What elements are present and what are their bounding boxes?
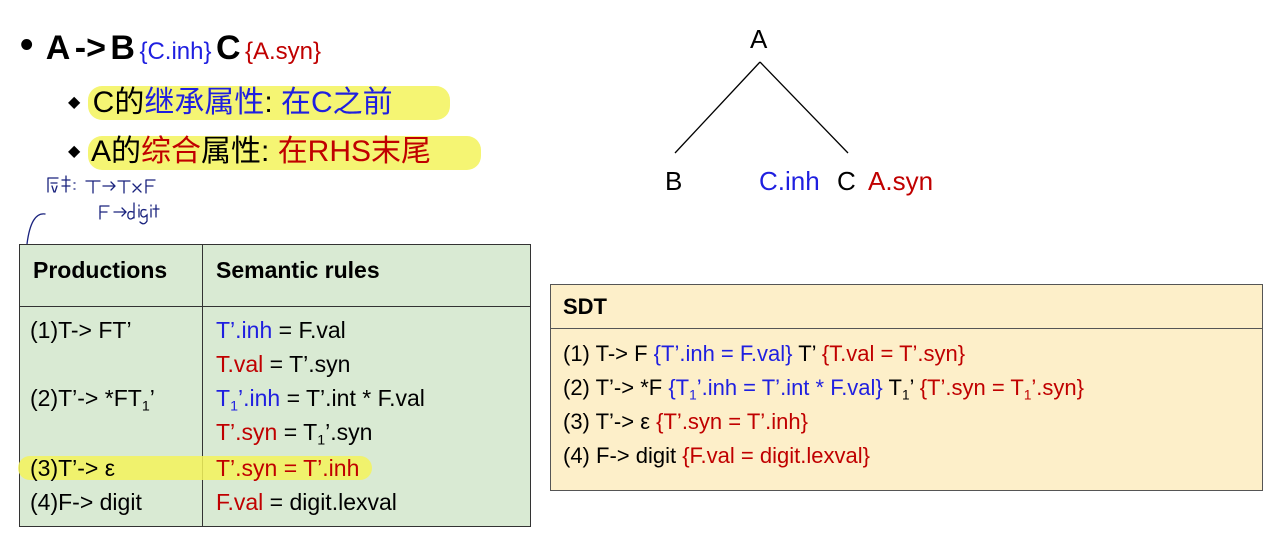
rule-2a-t: T xyxy=(216,385,231,411)
sdt-2b-sub: 1 xyxy=(689,387,697,403)
sdt-2b1: {T xyxy=(668,375,690,400)
column-divider xyxy=(202,245,203,526)
tree-node-c: C xyxy=(837,166,856,196)
semantic-rules-table: Productions Semantic rules (1)T-> FT’ T’… xyxy=(18,244,531,527)
rule-2b-tail: ’.syn xyxy=(325,419,373,445)
sdt-2b2: ’.inh = T’.int * F.val} xyxy=(696,375,883,400)
tree-node-b: B xyxy=(665,166,683,196)
a-prefix: A的 xyxy=(91,135,142,168)
rule-2a-attr: T1’.inh xyxy=(216,385,281,415)
c-position: 在C之前 xyxy=(281,86,393,119)
tree-edge-left xyxy=(674,61,761,154)
sdt-3-action: {T’.syn = T’.inh} xyxy=(656,409,808,434)
tree-node-a: A xyxy=(750,24,768,54)
rule-1b-attr: T.val xyxy=(216,351,264,377)
c-inh-action: {C.inh} xyxy=(139,38,212,65)
a-synthesized-label: 综合 xyxy=(141,135,202,168)
rule-1b: T.val = T’.syn xyxy=(216,349,350,379)
sdt-2-prod: (2) T’-> *F xyxy=(563,375,669,400)
rule-2a-rest: = T’.int * F.val xyxy=(280,385,425,411)
sdt-line-3: (3) T’-> ε {T’.syn = T’.inh} xyxy=(563,407,808,437)
a-synthesized-bullet: ◆ A的综合属性: 在RHS末尾 xyxy=(68,132,431,172)
rule-2b-attr: T’.syn xyxy=(216,419,278,445)
tree-edge-right xyxy=(759,61,849,154)
main-production-bullet: • A -> B {C.inh} C {A.syn} xyxy=(20,24,321,72)
header-productions: Productions xyxy=(33,257,168,283)
sdt-1-action-syn: {T.val = T’.syn} xyxy=(821,341,966,366)
sdt-3-prod: (3) T’-> ε xyxy=(563,409,657,434)
sdt-2c-sub: 1 xyxy=(901,387,910,403)
highlight-row-3 xyxy=(18,456,372,480)
rule-1b-rest: = T’.syn xyxy=(263,351,351,377)
rule-1a: T’.inh = F.val xyxy=(216,315,346,345)
rule-3: T’.syn = T’.inh xyxy=(216,455,360,481)
production-4: (4)F-> digit xyxy=(30,489,142,515)
rule-4: F.val = digit.lexval xyxy=(216,487,397,517)
diamond-icon: ◆ xyxy=(68,94,81,111)
rule-4-attr: F.val xyxy=(216,489,264,515)
sdt-2-action-syn: {T’.syn = T1’.syn} xyxy=(919,375,1085,403)
production-3: (3)T’-> ε xyxy=(30,455,116,481)
bullet-dot: • xyxy=(20,24,34,66)
sdt-box: SDT (1) T-> F {T’.inh = F.val} T’ {T.val… xyxy=(550,284,1263,491)
rule-4-rest: = digit.lexval xyxy=(263,489,397,515)
sdt-2d2: ’.syn} xyxy=(1031,375,1085,400)
production-2: (2)T’-> *FT1’ xyxy=(30,383,155,422)
tree-c-inh: C.inh xyxy=(759,166,820,196)
highlight-c-bullet xyxy=(88,86,450,120)
sdt-1-sym: T’ xyxy=(792,341,822,366)
sdt-2c-tail: ’ xyxy=(909,375,920,400)
rule-2a-sub: 1 xyxy=(230,398,238,415)
rule-1a-rest: = F.val xyxy=(272,317,346,343)
production-2-sub: 1 xyxy=(141,398,150,415)
sdt-2-sym: T xyxy=(882,375,902,400)
sdt-1-action-inh: {T’.inh = F.val} xyxy=(653,341,793,366)
production-2-tail: ’ xyxy=(149,385,155,411)
tree-a-syn: A.syn xyxy=(868,166,934,196)
sdt-4-prod: (4) F-> digit xyxy=(563,443,683,468)
sdt-4-action: {F.val = digit.lexval} xyxy=(682,443,870,468)
a-syn-action: {A.syn} xyxy=(244,38,322,65)
arrow: -> xyxy=(74,29,106,67)
sdt-2-action-inh: {T1’.inh = T’.int * F.val} xyxy=(668,375,883,403)
a-attr-word: 属性 xyxy=(201,135,262,168)
rule-2b: T’.syn = T1’.syn xyxy=(216,417,372,456)
rule-2a-inh: ’.inh xyxy=(238,385,281,411)
production-1: (1)T-> FT’ xyxy=(30,317,132,343)
production-2-text: (2)T’-> *FT xyxy=(30,385,142,411)
c-inherited-label: 继承属性 xyxy=(144,86,265,119)
sdt-line-4: (4) F-> digit {F.val = digit.lexval} xyxy=(563,441,870,471)
sdt-title: SDT xyxy=(563,294,607,319)
sdt-2d-sub: 1 xyxy=(1023,387,1032,403)
sdt-2d1: {T’.syn = T xyxy=(919,375,1024,400)
symbol-b: B xyxy=(110,29,135,67)
header-divider xyxy=(20,306,530,307)
rule-2b-rest: = T xyxy=(277,419,318,445)
highlight-a-bullet xyxy=(88,136,481,170)
a-colon: : xyxy=(261,135,278,168)
a-position: 在RHS末尾 xyxy=(277,135,432,168)
header-semantic-rules: Semantic rules xyxy=(216,257,380,283)
diamond-icon: ◆ xyxy=(68,143,81,160)
rule-2a: T1’.inh = T’.int * F.val xyxy=(216,383,425,422)
sdt-line-1: (1) T-> F {T’.inh = F.val} T’ {T.val = T… xyxy=(563,339,965,369)
sdt-1-prod: (1) T-> F xyxy=(563,341,654,366)
sdt-line-2: (2) T’-> *F {T1’.inh = T’.int * F.val} T… xyxy=(563,373,1084,410)
c-inherited-bullet: ◆ C的继承属性: 在C之前 xyxy=(68,83,393,123)
rule-1a-attr: T’.inh xyxy=(216,317,273,343)
c-prefix: C的 xyxy=(92,86,145,119)
rule-2b-sub: 1 xyxy=(317,432,326,449)
c-colon: : xyxy=(264,86,281,119)
symbol-c: C xyxy=(215,29,241,67)
symbol-a: A xyxy=(45,29,71,67)
sdt-divider xyxy=(551,328,1262,329)
